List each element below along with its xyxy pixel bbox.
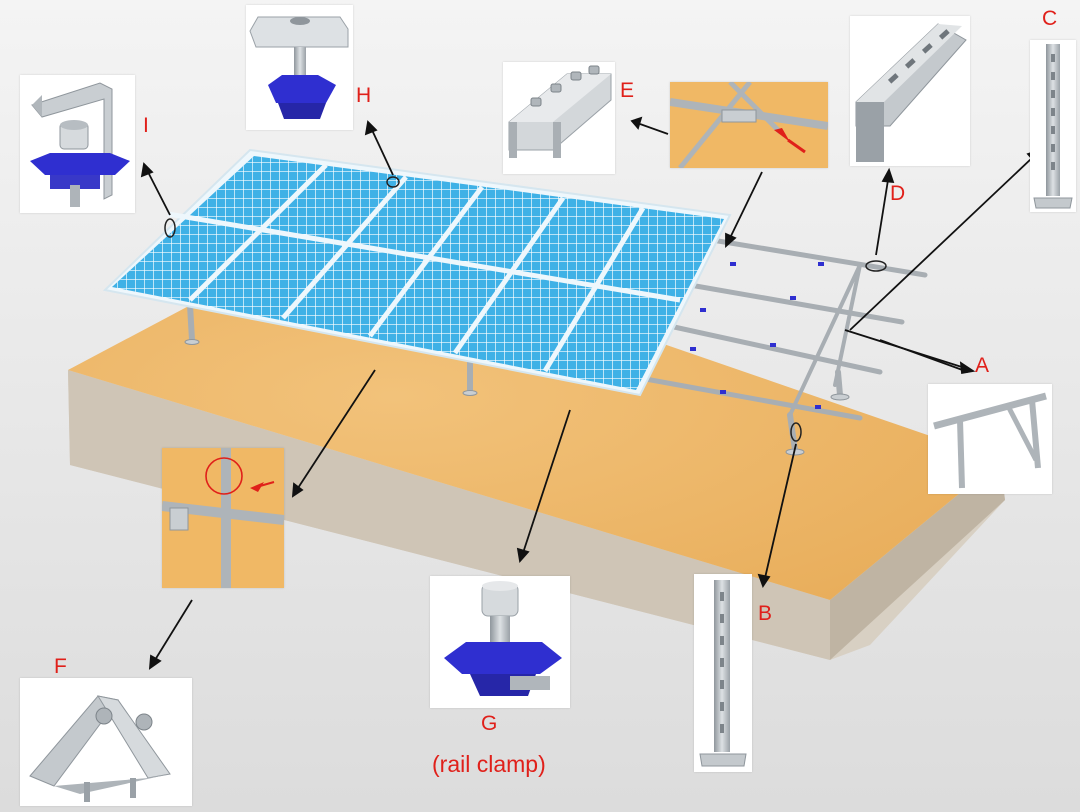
- label-i: I: [143, 114, 149, 137]
- label-c: C: [1042, 7, 1057, 30]
- inset-c-post: [1030, 40, 1076, 212]
- label-e: E: [620, 79, 634, 102]
- inset-e-splice-detail: [670, 82, 828, 168]
- triangle-frame-image: [933, 392, 1047, 489]
- end-clamp-image: [30, 82, 130, 207]
- strut-channel-image: [855, 23, 967, 162]
- label-g-caption: (rail clamp): [432, 751, 546, 777]
- inset-i-end-clamp: [20, 75, 135, 213]
- detail-markers: [164, 176, 887, 442]
- inset-f-bracket: [20, 678, 192, 806]
- inset-h-mid-clamp: [246, 5, 353, 130]
- label-a: A: [975, 354, 989, 377]
- label-b: B: [758, 602, 772, 625]
- connection-detail-image: [162, 448, 284, 588]
- racking-rails: [187, 237, 928, 453]
- inset-a-triangle-frame: [928, 384, 1052, 494]
- post-footplates: [184, 339, 850, 456]
- concrete-base: [68, 260, 1005, 660]
- leader-arrows: [140, 116, 1042, 670]
- post-image: [1033, 44, 1073, 209]
- inset-d-strut-channel: [850, 16, 970, 166]
- mid-clamp-image: [249, 16, 349, 119]
- inset-b-post: [694, 574, 752, 772]
- inset-g-rail-clamp: [430, 576, 570, 708]
- post-b-image: [699, 580, 747, 767]
- label-f: F: [54, 655, 67, 678]
- label-h: H: [356, 84, 371, 107]
- bracket-image: [29, 695, 171, 802]
- rail-clamp-image: [444, 581, 562, 696]
- rail-splice-image: [508, 65, 612, 158]
- solar-array: [102, 148, 732, 397]
- label-g: G: [481, 712, 497, 735]
- splice-detail-image: [670, 82, 828, 168]
- label-d: D: [890, 182, 905, 205]
- inset-f-connection-detail: [162, 448, 284, 588]
- callout-labels: A B C D E F G (rail clamp) H I: [54, 7, 1057, 777]
- rail-clamps: [690, 262, 824, 409]
- inset-e-rail-splice: [503, 62, 615, 174]
